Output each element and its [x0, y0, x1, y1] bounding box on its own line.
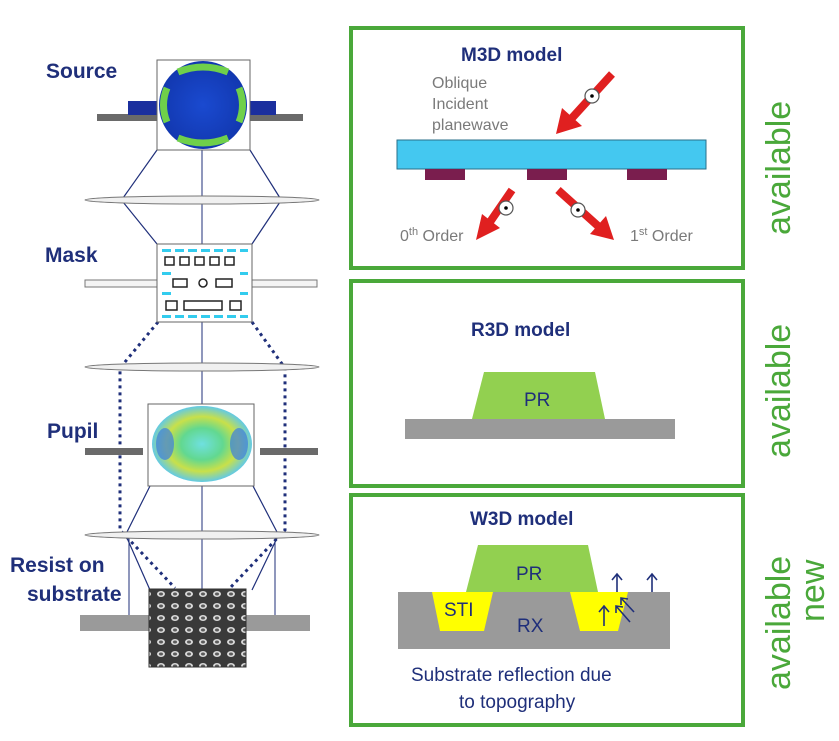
photoresist [472, 372, 605, 419]
zero-order-arrowhead [476, 214, 500, 240]
w3d-new-badge: new [794, 559, 832, 622]
pupil-map [152, 406, 252, 482]
w3d-title: W3D model [470, 509, 573, 530]
oblique-label: Oblique [432, 75, 487, 92]
photoresist [466, 545, 598, 592]
source-pole [160, 86, 171, 124]
mask-substrate [396, 139, 707, 170]
sti-label: STI [444, 600, 474, 621]
ray-line [251, 201, 281, 245]
resist-label: Resist on [10, 554, 105, 577]
m3d-status: available [760, 101, 798, 235]
w3d-status: available [760, 556, 798, 690]
source-pole [176, 134, 230, 147]
source-pole [235, 86, 246, 124]
source-mount [128, 101, 158, 115]
dotted-envelope [228, 321, 287, 590]
zero-order-label: 0th Order [400, 226, 464, 245]
lens [84, 530, 320, 540]
lens [84, 362, 320, 372]
first-order-label: 1st Order [630, 226, 693, 245]
incident-arrowhead [556, 108, 582, 134]
source-mount [246, 101, 276, 115]
w3d-caption: Substrate reflection due [411, 665, 612, 686]
ray-line [252, 485, 278, 533]
source-pole [176, 63, 230, 76]
mask-pattern [162, 249, 248, 318]
r3d-status: available [760, 324, 798, 458]
stage-bar [97, 114, 167, 121]
source-label: Source [46, 60, 117, 83]
m3d-title: M3D model [461, 45, 562, 66]
ray-line [249, 149, 281, 199]
source-illumination [159, 61, 247, 149]
oblique-label: planewave [432, 117, 509, 134]
rx-label: RX [517, 616, 544, 637]
ray-line [126, 485, 151, 533]
absorber [627, 169, 667, 180]
ray-line [126, 537, 151, 591]
r3d-title: R3D model [471, 320, 570, 341]
pupil-label: Pupil [47, 420, 98, 443]
resist-pattern [148, 588, 247, 668]
pupil-lobe [156, 428, 174, 460]
mask-label: Mask [45, 244, 98, 267]
m3d-panel: M3D model Oblique Incident planewave 0th… [349, 26, 798, 270]
ray-line [251, 537, 278, 591]
stage-bar [260, 448, 318, 455]
resist-label: substrate [27, 583, 122, 606]
first-order-arrowhead [590, 216, 614, 240]
w3d-pr-label: PR [516, 564, 542, 585]
r3d-pr-label: PR [524, 390, 550, 411]
substrate [405, 419, 675, 439]
ray-line [122, 149, 158, 199]
oblique-label: Incident [432, 96, 489, 113]
w3d-panel: W3D model PR STI RX Substrate reflection… [349, 493, 832, 727]
reflection-arrows [598, 572, 658, 626]
stage-bar [245, 114, 303, 121]
mask-features [164, 256, 242, 311]
sti-region [432, 592, 493, 631]
w3d-caption: to topography [459, 692, 576, 713]
lens [84, 195, 320, 205]
optical-column: Source Mask Pupil Resist on substrate [10, 59, 320, 668]
pupil-lobe [230, 428, 248, 460]
r3d-panel: R3D model PR available [349, 279, 798, 488]
absorber [425, 169, 465, 180]
ray-line [122, 201, 158, 245]
stage-bar [85, 448, 143, 455]
absorber [527, 169, 567, 180]
